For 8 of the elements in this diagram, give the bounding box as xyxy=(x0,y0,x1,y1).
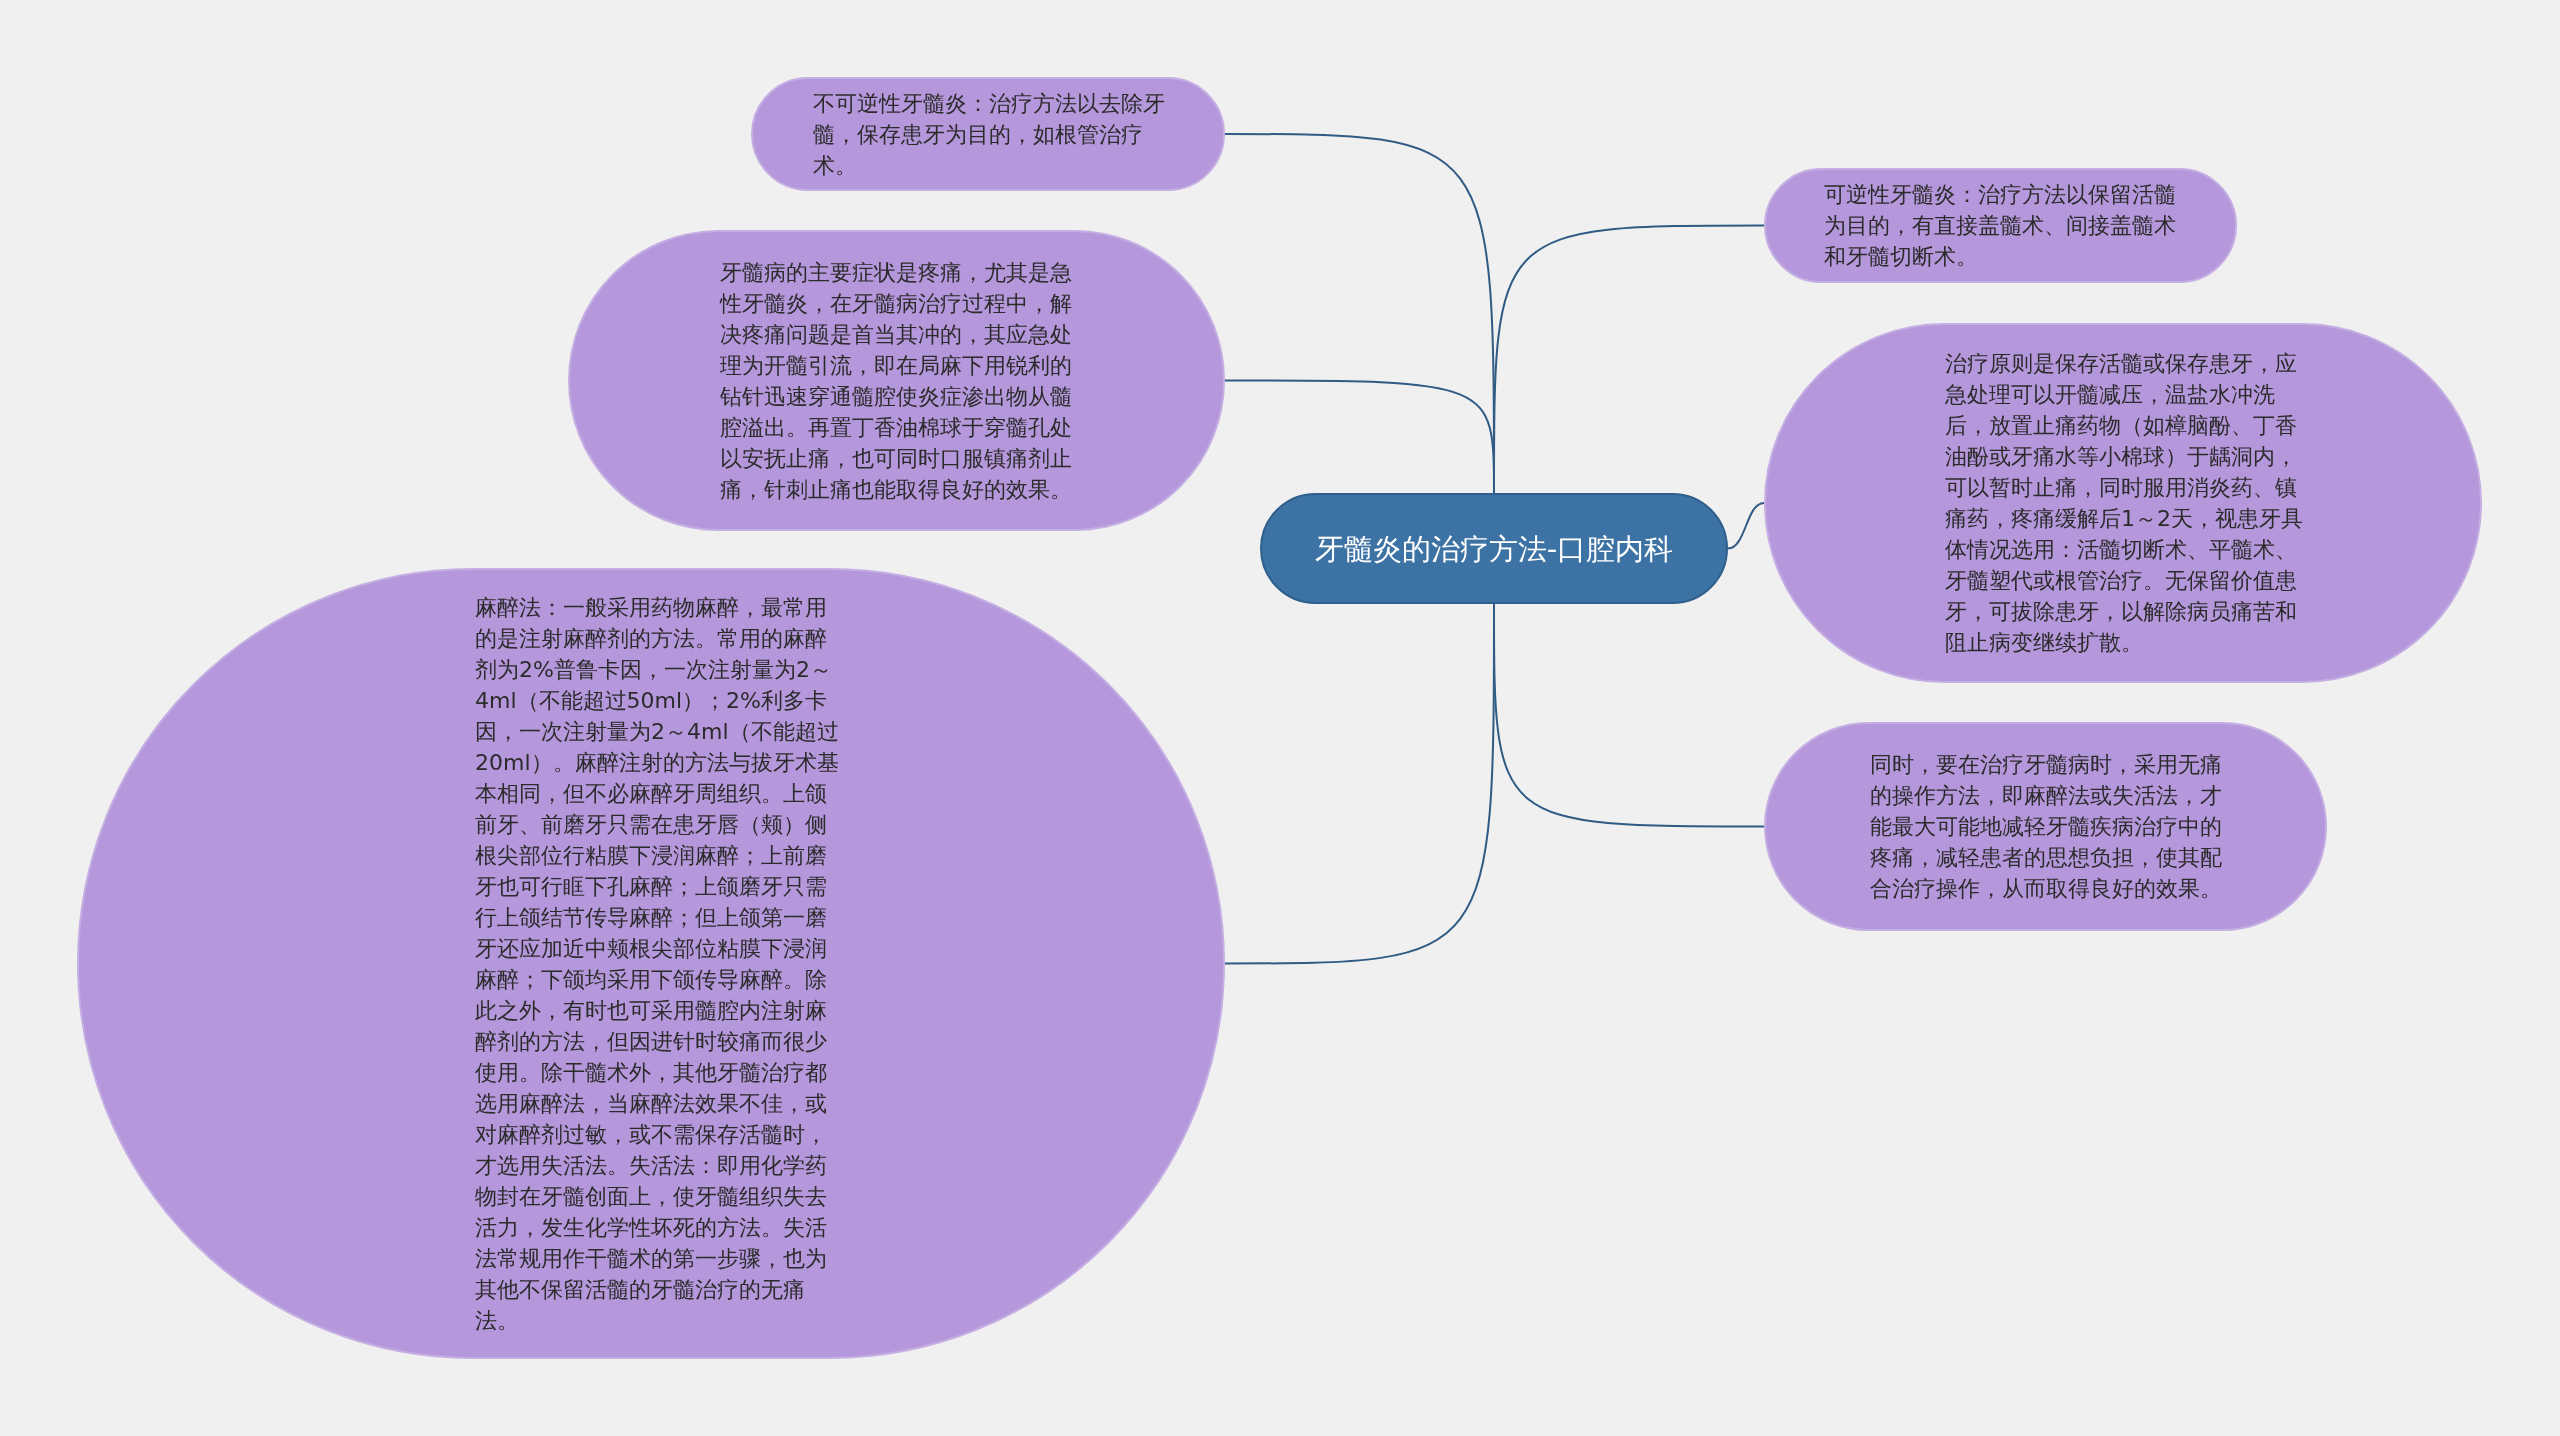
topic-title: 牙髓炎的治疗方法-口腔内科 xyxy=(1313,530,1675,568)
topic-text: 治疗原则是保存活髓或保存患牙，应急处理可以开髓减压，温盐水冲洗后，放置止痛药物（如樟脑酚、丁香油酚或牙痛水等小棉球）于龋洞内，可以暂时止痛，同时服用消炎药、镇痛药，疼痛缓解后1～2天，视患牙具体情况选用：活髓切断术、平髓术、牙髓塑代或根管治疗。无保留价值患牙，可拔除患牙，以解除病员痛苦和阻止病变继续扩散。 xyxy=(1945,350,2304,657)
topic-text: 麻醉法：一般采用药物麻醉，最常用的是注射麻醉剂的方法。常用的麻醉剂为2%普鲁卡因，一次注射量为2～4ml（不能超过50ml）；2%利多卡因，一次注射量为2～4ml（不能超过20ml）。麻醉注射的方法与拔牙术基本相同，但不必麻醉牙周组织。上颌前牙、前磨牙只需在患牙唇（颊）侧根尖部位行粘膜下浸润麻醉；上前磨牙也可行眶下孔麻醉；上颌磨牙只需行上颌结节传导麻醉；但上颌第一磨牙还应加近中颊根尖部位粘膜下浸润麻醉；下颌均采用下颌传导麻醉。除此之外，有时也可采用髓腔内注射麻醉剂的方法，但因进针时较痛而很少使用。除干髓术外，其他牙髓治疗都选用麻醉法，当麻醉法效果不佳，或对麻醉剂过敏，或不需保存活髓时，才选用失活法。失活法：即用化学药物封在牙髓创面上，使牙髓组织失去活力，发生化学性坏死的方法。失活法常规用作干髓术的第一步骤，也为其他不保留活髓的牙髓治疗的无痛法。 xyxy=(475,593,840,1335)
topic-text: 不可逆性牙髓炎：治疗方法以去除牙髓，保存患牙为目的，如根管治疗术。 xyxy=(813,89,1165,180)
topic-text: 同时，要在治疗牙髓病时，采用无痛的操作方法，即麻醉法或失活法，才能最大可能地减轻牙髓疾病治疗中的疼痛，减轻患者的思想负担，使其配合治疗操作，从而取得良好的效果。 xyxy=(1870,751,2222,903)
connector-line xyxy=(1727,502,1765,550)
topic-text: 牙髓病的主要症状是疼痛，尤其是急性牙髓炎，在牙髓病治疗过程中，解决疼痛问题是首当其冲的，其应急处理为开髓引流，即在局麻下用锐利的钻针迅速穿通髓腔使炎症渗出物从髓腔溢出。再置丁香油棉球于穿髓孔处以安抚止痛，也可同时口服镇痛剂止痛，针刺止痛也能取得良好的效果。 xyxy=(720,258,1073,504)
topic-text: 可逆性牙髓炎：治疗方法以保留活髓为目的，有直接盖髓术、间接盖髓术和牙髓切断术。 xyxy=(1824,181,2176,271)
